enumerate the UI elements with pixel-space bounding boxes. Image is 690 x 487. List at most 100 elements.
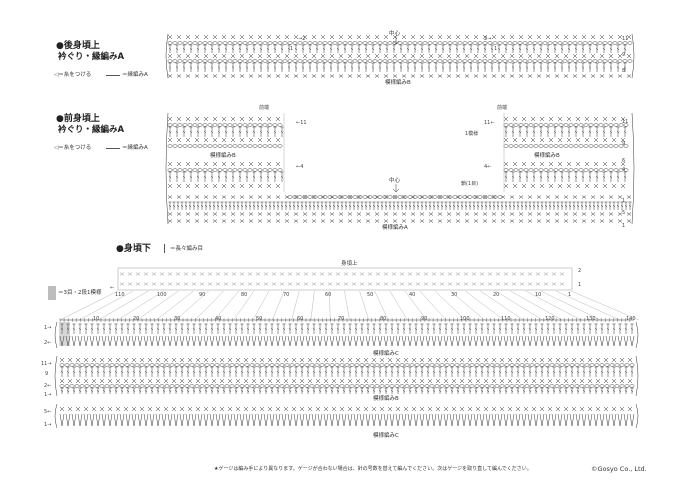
front-left-chain-row-3 bbox=[202, 168, 208, 172]
lower-c-v-row-2 bbox=[581, 413, 587, 427]
front-edge-tall-row bbox=[480, 201, 484, 210]
lower-b-x-row-2 bbox=[555, 378, 561, 384]
front-edge-tall-row bbox=[380, 201, 384, 210]
back-x-stitch-row-2 bbox=[482, 53, 488, 59]
lower-b-tall-row-2 bbox=[612, 387, 616, 394]
back-x-stitch-row-2 bbox=[374, 53, 380, 59]
front-right-tall-row-1 bbox=[588, 126, 592, 137]
back-tall-stitch-row-1 bbox=[385, 44, 389, 53]
front-neck-chain-row bbox=[437, 195, 443, 199]
front-right-x-stitch-row-3 bbox=[548, 161, 554, 167]
lower-b-tall-row-2 bbox=[402, 387, 406, 394]
lower-c-v-row-1 bbox=[65, 335, 71, 347]
back-chain-row-1 bbox=[257, 41, 263, 45]
back-x-stitch-row-2 bbox=[509, 53, 515, 59]
lower-b-chain-row-1 bbox=[559, 363, 565, 367]
front-right-chain-row-1 bbox=[523, 123, 529, 127]
lower-top-band-x-row bbox=[207, 272, 213, 276]
front-right-chain-row-1 bbox=[508, 123, 514, 127]
back-chain-row-1 bbox=[407, 41, 413, 45]
lower-top-band-x-row-2 bbox=[479, 282, 485, 286]
lower-b-chain-row-1 bbox=[159, 363, 165, 367]
front-right-chain-row-2 bbox=[523, 144, 529, 148]
back-x-stitch-row-3 bbox=[572, 74, 578, 78]
front-right-tall-row-1 bbox=[567, 126, 571, 137]
front-x-stitch-row-bottom-2 bbox=[311, 212, 317, 216]
lower-c-x-row-2 bbox=[91, 406, 97, 412]
front-right-chain-row-2 bbox=[553, 144, 559, 148]
lower-left-bracket-2 bbox=[54, 355, 58, 397]
lower-b-tall-row-1 bbox=[216, 366, 220, 377]
front-neck-chain-row bbox=[297, 195, 303, 199]
lower-b-tall-row-2 bbox=[156, 387, 160, 394]
front-left-x-stitch-row-1 bbox=[212, 116, 218, 122]
back-chain-row-2 bbox=[412, 59, 418, 63]
lower-b-x-row-2 bbox=[179, 378, 185, 384]
front-neck-chain-row bbox=[462, 195, 468, 199]
back-x-stitch-row-1 bbox=[230, 34, 236, 40]
front-right-chain-row-2 bbox=[518, 144, 524, 148]
lower-c-tall-row-1 bbox=[108, 323, 112, 334]
lower-c-v-row-2 bbox=[455, 413, 461, 427]
front-section-subtitle: 衿ぐり・縁編みA bbox=[58, 125, 125, 135]
lower-top-band-x-row bbox=[447, 272, 453, 276]
front-edge-tall-row bbox=[496, 201, 500, 210]
lower-c-v-row-1 bbox=[233, 335, 239, 347]
lower-c-x-row-2 bbox=[243, 406, 249, 412]
lower-b-tall-row-2 bbox=[492, 387, 496, 394]
lower-b-chain-row-1 bbox=[339, 363, 345, 367]
front-x-stitch-row-bottom-3 bbox=[392, 219, 398, 223]
front-left-tall-row-2 bbox=[280, 171, 284, 182]
back-chain-row-1 bbox=[492, 41, 498, 45]
lower-top-band-x-row-2 bbox=[159, 282, 165, 286]
lower-b-chain-row-2 bbox=[484, 384, 490, 388]
lower-b-chain-row-1 bbox=[524, 363, 530, 367]
front-right-chain-row-2 bbox=[623, 144, 629, 148]
front-x-stitch-row-bottom-3 bbox=[563, 219, 569, 223]
front-edge-tall-row bbox=[252, 201, 256, 210]
front-right-x-stitch-row-1 bbox=[557, 116, 563, 122]
front-edge-tall-row bbox=[300, 201, 304, 210]
lower-b-tall-row-2 bbox=[450, 387, 454, 394]
front-x-stitch-row-bottom-2 bbox=[491, 212, 497, 216]
back-tall-stitch-row-1 bbox=[504, 44, 508, 53]
lower-b-chain-row-2 bbox=[349, 384, 355, 388]
front-right-x-stitch-row-2 bbox=[512, 137, 518, 143]
back-tall-stitch-row-1 bbox=[217, 44, 221, 53]
lower-b-tall-row-1 bbox=[282, 366, 286, 377]
lower-c-tall-row-1 bbox=[588, 323, 592, 334]
back-chain-row-1 bbox=[302, 41, 308, 45]
lower-c-v-row-1 bbox=[611, 335, 617, 347]
lower-b-tall-row-2 bbox=[504, 387, 508, 394]
lower-b-tall-row-1 bbox=[174, 366, 178, 377]
front-edge-tall-row bbox=[392, 201, 396, 210]
back-tall-stitch-row-1 bbox=[266, 44, 270, 53]
back-chain-row-2 bbox=[222, 59, 228, 63]
front-edge-tall-row bbox=[220, 201, 224, 210]
front-pattern-a: 模様編みA bbox=[382, 225, 408, 231]
lower-b-tall-row-2 bbox=[570, 387, 574, 394]
front-x-stitch-row-bottom-2 bbox=[545, 212, 551, 216]
lower-top-band-x-row-2 bbox=[471, 282, 477, 286]
lower-c-x-row-2 bbox=[67, 406, 73, 412]
front-right-chain-row-2 bbox=[568, 144, 574, 148]
front-neck-chain-row bbox=[382, 195, 388, 199]
lower-c-v-row-1 bbox=[485, 335, 491, 347]
lower-b-chain-row-1 bbox=[104, 363, 110, 367]
lower-b-x-row-2 bbox=[107, 378, 113, 384]
lower-b-tall-row-2 bbox=[300, 387, 304, 394]
lower-b-chain-row-2 bbox=[304, 384, 310, 388]
front-edge-tall-row bbox=[384, 201, 388, 210]
lower-c-v-row-2 bbox=[401, 413, 407, 427]
lower-c-v-row-1 bbox=[407, 335, 413, 347]
front-row-left-4: ←4 bbox=[296, 164, 304, 170]
lower-c-tall-row-1 bbox=[84, 323, 88, 334]
front-left-chain-row-3 bbox=[167, 168, 173, 172]
lower-c-v-row-2 bbox=[209, 413, 215, 427]
back-chain-row-2 bbox=[262, 59, 268, 63]
front-right-bracket bbox=[631, 112, 635, 225]
front-right-tall-row-2 bbox=[595, 171, 599, 182]
lower-b-tall-row-2 bbox=[168, 387, 172, 394]
lower-b-tall-row-2 bbox=[498, 387, 502, 394]
front-neck-chain-row bbox=[477, 195, 483, 199]
